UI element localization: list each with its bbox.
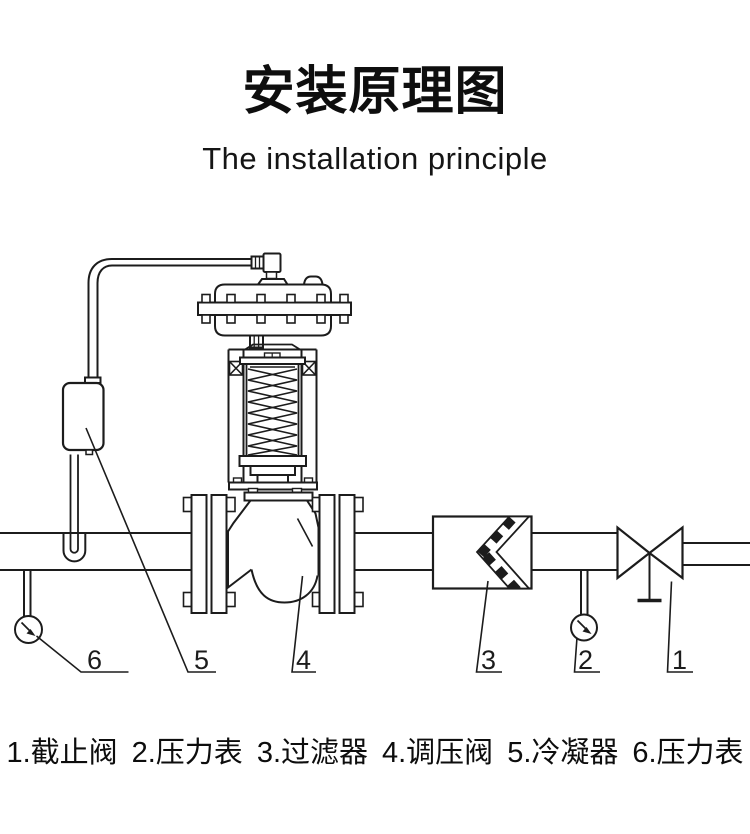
callout-4: 4 xyxy=(296,645,311,675)
stop-valve-icon xyxy=(616,525,684,603)
legend-item-pressure-gauge-2: 2.压力表 xyxy=(131,737,243,769)
main-pipe xyxy=(0,532,750,571)
page-title: 安装原理图 xyxy=(242,63,508,121)
callout-2: 2 xyxy=(578,645,593,675)
flange-pair-left-icon xyxy=(182,494,236,614)
legend-item-filter: 3.过滤器 xyxy=(256,737,368,769)
spring-yoke-icon xyxy=(227,334,318,491)
callout-leaders xyxy=(35,427,693,673)
actuator-icon xyxy=(197,252,352,337)
legend-item-regulator-valve: 4.调压阀 xyxy=(382,737,494,769)
callout-1: 1 xyxy=(672,645,687,675)
header: 安装原理图 The installation principle xyxy=(0,0,750,177)
page-subtitle: The installation principle xyxy=(202,141,548,177)
legend: 1.截止阀 2.压力表 3.过滤器 4.调压阀 5.冷凝器 6.压力表 xyxy=(0,729,750,771)
condenser-icon xyxy=(61,258,252,563)
callout-6: 6 xyxy=(87,645,102,675)
legend-item-stop-valve: 1.截止阀 xyxy=(6,737,118,769)
regulator-valve-body-icon xyxy=(227,487,320,604)
legend-item-condenser: 5.冷凝器 xyxy=(507,737,619,769)
flange-pair-right-icon xyxy=(311,494,364,614)
pressure-gauge-6-icon xyxy=(14,570,43,644)
filter-icon xyxy=(431,515,533,590)
spring-icon xyxy=(247,366,298,456)
legend-item-pressure-gauge-6: 6.压力表 xyxy=(632,737,744,769)
pressure-gauge-2-icon xyxy=(570,570,598,642)
callout-5: 5 xyxy=(194,645,209,675)
callout-3: 3 xyxy=(481,645,496,675)
